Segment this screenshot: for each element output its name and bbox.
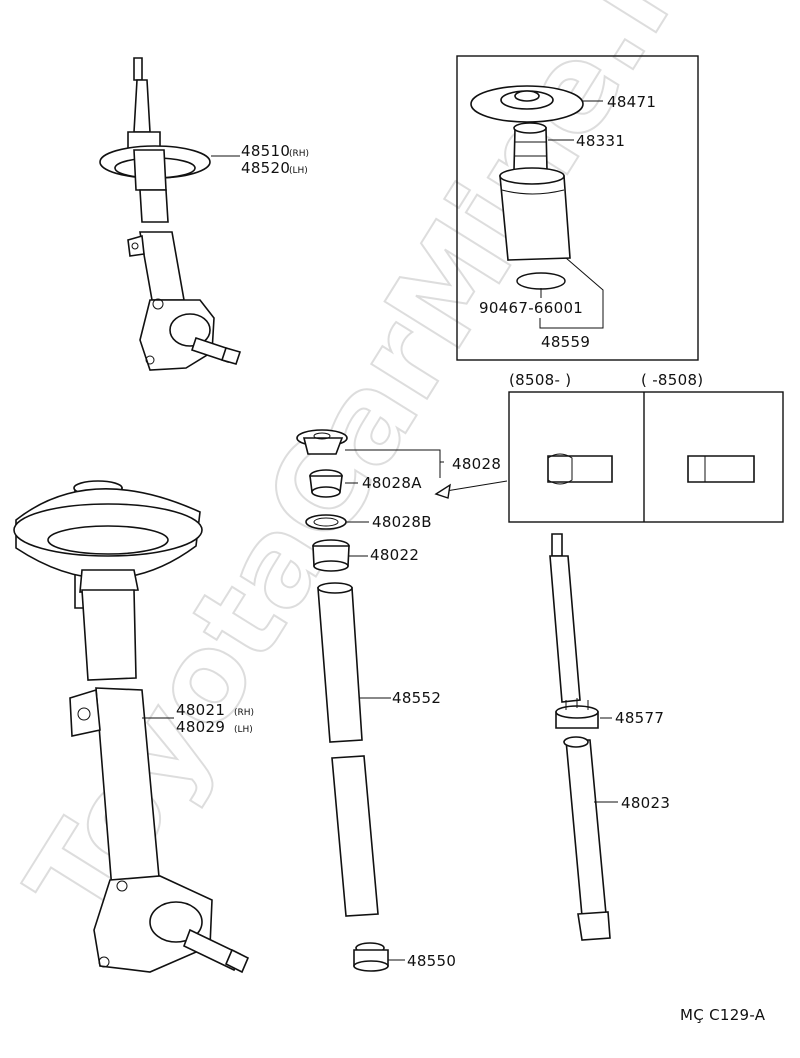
label-48552: 48552: [392, 689, 441, 707]
label-48331: 48331: [576, 132, 625, 150]
label-48029-side: (LH): [234, 725, 253, 735]
label-48520-side: (LH): [289, 166, 308, 176]
rod-detail-new-illustration: [547, 453, 613, 485]
label-48028a: 48028A: [362, 474, 422, 492]
shock-cover-illustration: [317, 582, 379, 917]
label-48021-side: (RH): [234, 708, 254, 718]
shock-absorber-assembly-illustration: [13, 480, 250, 974]
leader-lines: [142, 100, 618, 961]
dust-boot-illustration: [499, 167, 571, 261]
ring-nut-illustration: [555, 698, 599, 729]
label-90467-66001: 90467-66001: [479, 299, 583, 317]
label-48029: 48029: [176, 718, 225, 736]
support-mount-illustration: [296, 429, 348, 455]
dust-seal-illustration: [353, 942, 389, 972]
strut-assembly-illustration: [99, 57, 242, 371]
bumper-seat-illustration: [312, 539, 350, 572]
label-48510-side: (RH): [289, 149, 309, 159]
label-48471: 48471: [607, 93, 656, 111]
date-range-left: (8508- ): [509, 371, 571, 389]
label-48022: 48022: [370, 546, 419, 564]
label-48021: 48021: [176, 701, 225, 719]
label-48520: 48520: [241, 159, 290, 177]
label-48577: 48577: [615, 709, 664, 727]
shock-cartridge-illustration: [549, 533, 611, 941]
date-range-detail-box: [508, 391, 784, 523]
label-48028b: 48028B: [372, 513, 432, 531]
spacer-illustration: [309, 469, 343, 498]
label-48550: 48550: [407, 952, 456, 970]
label-48028: 48028: [452, 455, 501, 473]
bearing-ring-illustration: [305, 514, 347, 530]
label-48559: 48559: [541, 333, 590, 351]
bound-bumper-illustration: [513, 122, 548, 171]
upper-mount-illustration: [470, 85, 584, 123]
label-48023: 48023: [621, 794, 670, 812]
date-range-right: ( -8508): [641, 371, 703, 389]
label-48510: 48510: [241, 142, 290, 160]
diagram-code: MÇ C129-A: [680, 1006, 766, 1024]
rod-detail-old-illustration: [687, 455, 755, 483]
inset-box-mount-parts: [456, 55, 699, 361]
